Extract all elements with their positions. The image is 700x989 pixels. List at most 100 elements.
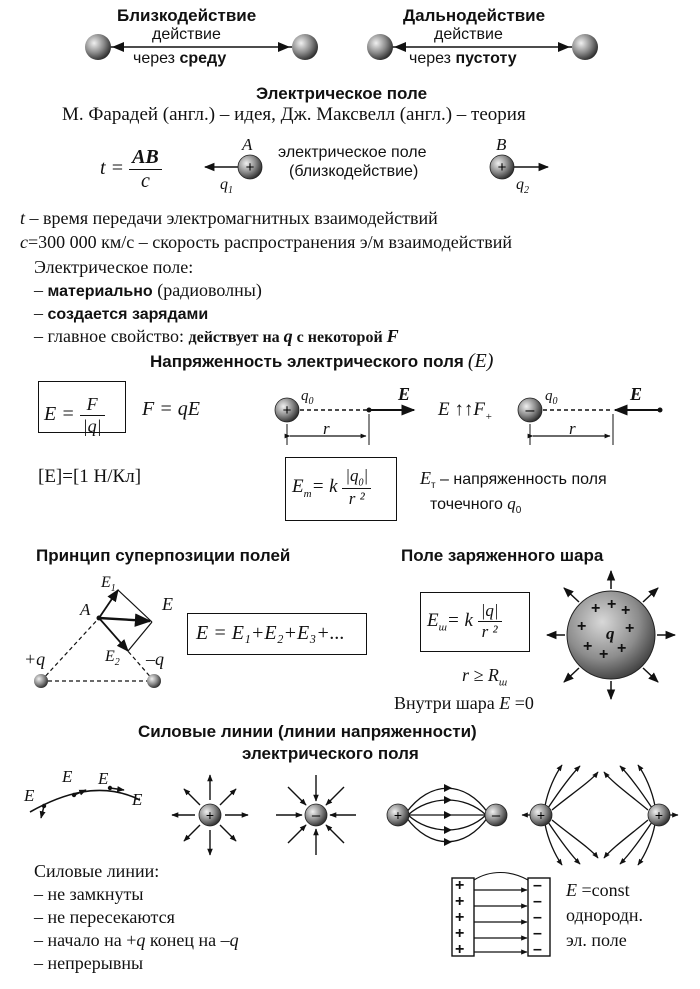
intensity-definition-box: E = F|q| <box>38 381 126 436</box>
plus-sign: + <box>625 620 635 637</box>
label-q2: q2 <box>516 176 529 196</box>
sphere-formula-box: Eш= k |q|r ² <box>420 592 530 652</box>
sphere-lhs-sub: ш <box>438 621 447 634</box>
curve-E3: E <box>98 769 109 788</box>
point-desc-sub: т <box>431 480 436 492</box>
sphere-inside-E: E <box>499 693 511 713</box>
dipole-field-diagram: + – <box>386 784 508 846</box>
plus-sign: + <box>599 646 609 663</box>
capacitor-plus-signs: + + + + + <box>455 878 464 958</box>
plus-sign: + <box>621 602 631 619</box>
sphere-formula: Eш= k |q|r ² <box>427 601 502 642</box>
lines-item-not-intersect: – не пересекаются <box>34 907 175 927</box>
sphere-eq: = k <box>446 609 473 631</box>
sphere-den: r ² <box>481 622 498 641</box>
c-def-text: =300 000 км/с – скорость распространения… <box>28 232 513 252</box>
curved-field-line-diagram <box>29 785 141 819</box>
r-label-neg: r <box>569 419 576 438</box>
c-sym: c <box>20 232 28 252</box>
superposition-plus-q: +q <box>24 649 46 669</box>
plus-sign: + <box>617 640 627 657</box>
point-desc-line2: точечного q0 <box>430 494 521 516</box>
charge-B-diagram: + <box>489 154 550 180</box>
item3-q2: q <box>229 930 239 950</box>
time-formula-numerator: AB <box>129 146 162 170</box>
uniform-line3: эл. поле <box>566 930 627 950</box>
parallel-text: E ↑↑F <box>438 399 485 420</box>
sphere-inside-text: Внутри шара <box>394 693 500 713</box>
minus-sign: – <box>533 893 542 910</box>
t-def-text: – время передачи электромагнитных взаимо… <box>25 208 438 228</box>
efield-middle-line1: электрическое поле <box>278 144 427 161</box>
q1-sub: 1 <box>228 185 233 197</box>
two-positive-charges-field-diagram: + + <box>521 764 679 866</box>
q0-neg-sym: q <box>545 388 553 404</box>
uniform-line1: E =const <box>566 880 630 901</box>
prop3-F: F <box>386 326 399 346</box>
t-definition: t – время передачи электромагнитных взаи… <box>20 208 438 229</box>
ball-right-icon <box>292 34 318 60</box>
svg-text:+: + <box>537 807 545 823</box>
sphere-num: |q| <box>477 601 502 622</box>
prop2-bold: создается зарядами <box>47 306 209 323</box>
curve-E2: E <box>62 767 73 786</box>
intensity-def-formula: E = F|q| <box>44 394 105 437</box>
time-formula-lhs: t = <box>100 157 125 180</box>
minus-sign: – <box>533 941 542 958</box>
item3-a: – начало на + <box>34 930 137 950</box>
force-formula: F = qE <box>142 398 200 420</box>
lines-title-line2: электрического поля <box>242 744 419 763</box>
charge-A-diagram: + <box>203 154 263 180</box>
label-q1: q1 <box>220 176 233 196</box>
q2-sub: 2 <box>524 185 529 197</box>
superposition-label-A: A <box>80 600 91 619</box>
minus-sign: – <box>533 925 542 942</box>
superposition-label-E: E <box>162 594 173 614</box>
lines-item-not-closed: – не замкнуты <box>34 884 144 904</box>
point-lhs: E <box>292 476 304 498</box>
point-num-sub: 0 <box>358 477 364 489</box>
sphere-title: Поле заряженного шара <box>401 546 604 565</box>
E1-sub: 1 <box>110 583 116 595</box>
q0-label-pos: q0 <box>301 388 314 407</box>
lines-title-line1: Силовые линии (линии напряженности) <box>138 722 477 741</box>
far-action-title: Дальнодействие <box>403 6 546 25</box>
ball-right-icon <box>572 34 598 60</box>
uniform-field-diagram <box>451 871 551 957</box>
superposition-label-E2: E2 <box>105 648 120 668</box>
sphere-condition: r ≥ Rш <box>462 665 507 689</box>
lines-list-heading: Силовые линии: <box>34 861 160 881</box>
efield-title: Электрическое поле <box>256 84 428 103</box>
plus-sign: + <box>591 600 601 617</box>
minus-sign: – <box>533 909 542 926</box>
point-den: r ² <box>348 489 365 509</box>
f1-den: |q| <box>82 416 102 436</box>
intensity-unit: [E]=[1 Н/Кл] <box>38 466 142 487</box>
far-action-line1: действие <box>434 26 503 43</box>
E-vector-neg: E <box>630 384 643 404</box>
sphere-fraction: |q|r ² <box>477 601 502 642</box>
prop3-q: q <box>283 326 293 346</box>
uniform-E: E <box>566 880 577 900</box>
positive-radial-field-diagram: + <box>171 774 249 856</box>
time-formula-denominator: c <box>140 170 150 192</box>
superposition-formula-box: E = E₁+E₂+E₃+... <box>187 613 367 655</box>
efield-prop-material: – материально (радиоволны) <box>34 280 262 300</box>
t-sym: t <box>20 208 26 228</box>
svg-text:–: – <box>492 807 501 824</box>
plus-sign: + <box>455 893 465 910</box>
uniform-const: =const <box>577 880 630 900</box>
near-action-line2: через среду <box>133 50 226 68</box>
c-definition: c=300 000 км/с – скорость распространени… <box>20 232 512 253</box>
far-via: через <box>409 50 456 67</box>
plus-sign: + <box>455 877 465 894</box>
svg-text:+: + <box>498 159 507 176</box>
point-desc-sym: E <box>420 468 431 488</box>
superposition-minus-q: –q <box>146 649 164 669</box>
near-medium: среду <box>179 50 227 67</box>
efield-history: М. Фарадей (англ.) – идея, Дж. Максвелл … <box>62 104 526 125</box>
item3-q1: q <box>136 930 146 950</box>
prop1-rest: (радиоволны) <box>152 280 262 300</box>
q0-neg-sub: 0 <box>552 396 558 407</box>
